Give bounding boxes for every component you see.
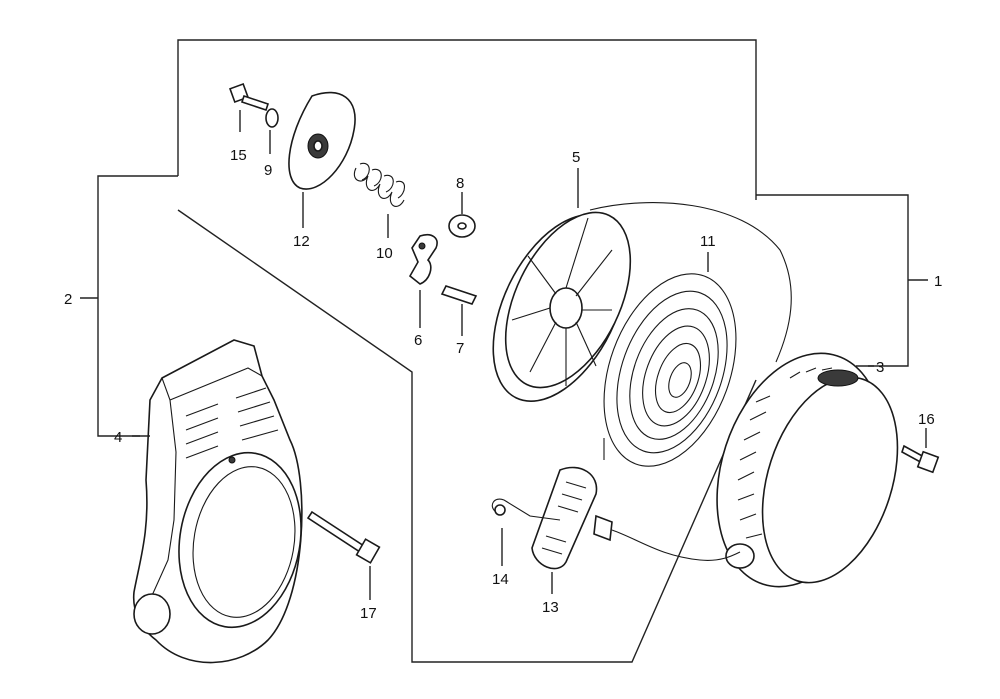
spiral-spring-part-11 — [603, 252, 737, 467]
label-part-13: 13 — [542, 599, 559, 616]
label-part-14: 14 — [492, 571, 509, 588]
bolt-part-17 — [306, 510, 381, 600]
label-part-8: 8 — [456, 175, 464, 192]
label-part-7: 7 — [456, 340, 464, 357]
label-part-10: 10 — [376, 245, 393, 262]
label-part-15: 15 — [230, 147, 247, 164]
fan-cover-part-4 — [132, 339, 303, 664]
washer-part-9 — [265, 108, 279, 154]
starter-case-part-3 — [716, 352, 899, 588]
spring-part-10 — [353, 162, 406, 238]
label-part-5: 5 — [572, 149, 580, 166]
label-part-1: 1 — [934, 273, 942, 290]
friction-plate-part-12 — [288, 91, 356, 228]
cord-end-part-14 — [491, 498, 561, 566]
part-labels: 1 2 3 4 5 6 7 8 9 10 11 12 13 14 15 16 1… — [64, 147, 942, 622]
bracket-2 — [80, 175, 178, 437]
pin-part-7 — [440, 285, 478, 336]
washer-part-8 — [448, 192, 476, 238]
bolt-part-15 — [229, 83, 270, 132]
label-part-3: 3 — [876, 359, 884, 376]
reel-part-5 — [492, 168, 792, 402]
label-part-2: 2 — [64, 291, 72, 308]
label-part-6: 6 — [414, 332, 422, 349]
label-part-4: 4 — [114, 429, 122, 446]
label-part-9: 9 — [264, 162, 272, 179]
grip-part-13 — [531, 466, 741, 594]
assembly-boundary — [177, 39, 757, 663]
bracket-1 — [756, 194, 928, 367]
label-part-17: 17 — [360, 605, 377, 622]
ratchet-part-6 — [408, 233, 438, 328]
bolt-part-16 — [901, 428, 940, 474]
label-part-16: 16 — [918, 411, 935, 428]
label-part-12: 12 — [293, 233, 310, 250]
label-part-11: 11 — [700, 233, 716, 250]
